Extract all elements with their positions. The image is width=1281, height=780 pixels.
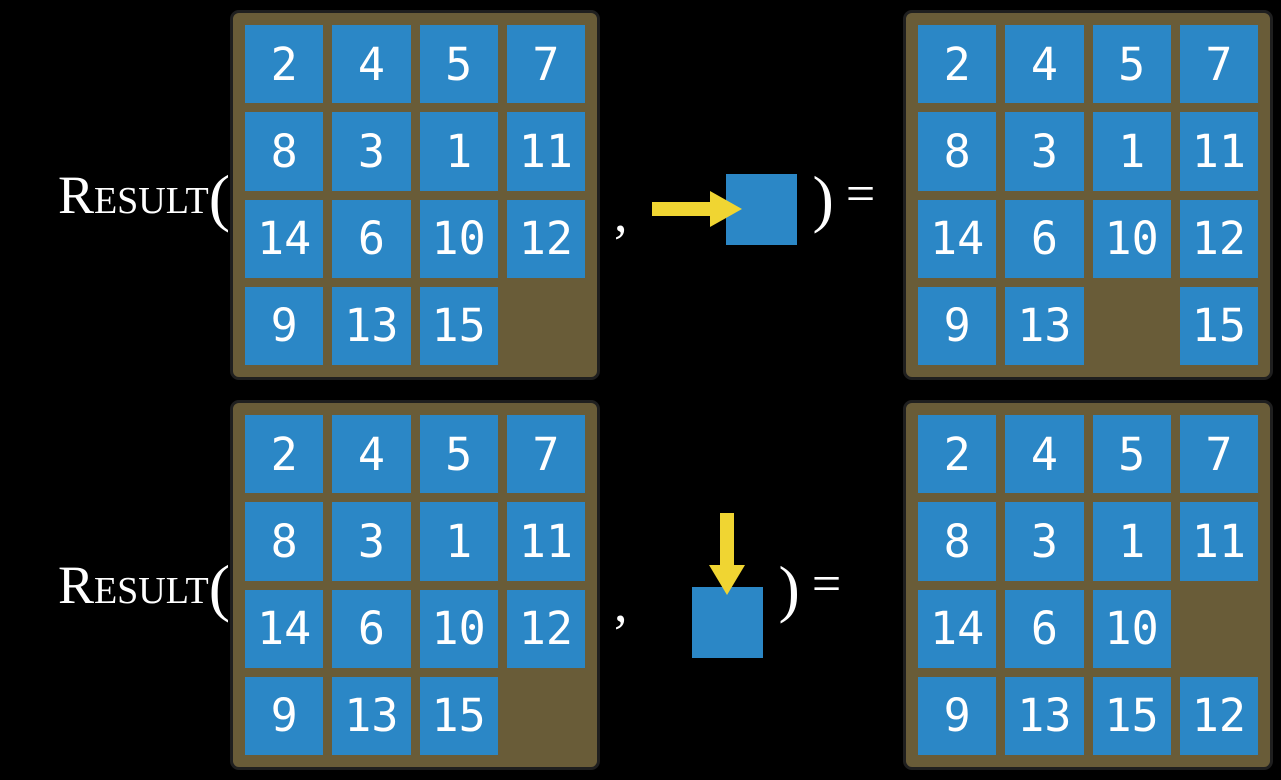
down-arrow-icon	[709, 512, 745, 595]
empty-cell	[1180, 590, 1258, 668]
move-action-right	[651, 173, 797, 245]
puzzle-tile: 9	[245, 286, 324, 365]
close-paren: )	[778, 553, 800, 624]
puzzle-tile: 2	[918, 25, 997, 104]
equals-sign: =	[845, 166, 876, 223]
comma-separator: ,	[614, 183, 628, 243]
moving-tile	[691, 586, 763, 658]
function-name-label: Result	[57, 165, 209, 225]
empty-cell	[1093, 287, 1171, 365]
puzzle-tile: 11	[1179, 502, 1258, 581]
puzzle-tile: 6	[1005, 589, 1084, 668]
puzzle-tile: 1	[419, 502, 498, 581]
comma-separator: ,	[614, 573, 628, 633]
puzzle-tile: 15	[419, 286, 498, 365]
puzzle-tile: 1	[1092, 112, 1171, 191]
puzzle-tile: 8	[245, 502, 324, 581]
move-action-down	[691, 512, 763, 658]
puzzle-tile: 5	[419, 415, 498, 494]
puzzle-tile: 10	[1092, 589, 1171, 668]
function-name-label: Result	[57, 555, 209, 615]
puzzle-tile: 5	[1092, 25, 1171, 104]
puzzle-tile: 15	[1092, 676, 1171, 755]
puzzle-tile: 3	[1005, 112, 1084, 191]
puzzle-tile: 15	[419, 676, 498, 755]
empty-cell	[507, 677, 585, 755]
puzzle-tile: 2	[245, 415, 324, 494]
puzzle-tile: 11	[1179, 112, 1258, 191]
puzzle-tile: 2	[245, 25, 324, 104]
puzzle-tile: 13	[1005, 286, 1084, 365]
puzzle-tile: 3	[332, 502, 411, 581]
puzzle-tile: 7	[1179, 415, 1258, 494]
puzzle-tile: 14	[245, 589, 324, 668]
puzzle-tile: 13	[332, 676, 411, 755]
action-cell: , ) =	[600, 512, 903, 658]
empty-cell	[507, 287, 585, 365]
puzzle-tile: 14	[245, 199, 324, 278]
puzzle-tile: 10	[419, 199, 498, 278]
puzzle-tile: 12	[506, 199, 585, 278]
puzzle-tile: 10	[1092, 199, 1171, 278]
puzzle-tile: 5	[419, 25, 498, 104]
function-label-cell: Result(	[0, 552, 230, 623]
action-cell: , ) =	[600, 160, 903, 245]
puzzle-tile: 7	[1179, 25, 1258, 104]
puzzle-tile: 14	[918, 199, 997, 278]
puzzle-tile: 6	[332, 199, 411, 278]
puzzle-tile: 8	[918, 502, 997, 581]
puzzle-tile: 3	[1005, 502, 1084, 581]
open-paren: (	[208, 552, 230, 623]
close-paren: )	[812, 163, 834, 234]
puzzle-tile: 6	[1005, 199, 1084, 278]
puzzle-tile: 7	[506, 25, 585, 104]
puzzle-tile: 14	[918, 589, 997, 668]
puzzle-tile: 5	[1092, 415, 1171, 494]
puzzle-tile: 4	[332, 415, 411, 494]
puzzle-tile: 12	[506, 589, 585, 668]
function-label-cell: Result(	[0, 162, 230, 233]
puzzle-tile: 11	[506, 502, 585, 581]
puzzle-tile: 13	[1005, 676, 1084, 755]
puzzle-tile: 15	[1179, 286, 1258, 365]
puzzle-tile: 8	[918, 112, 997, 191]
right-arrow-icon	[651, 191, 742, 227]
puzzle-tile: 12	[1179, 676, 1258, 755]
puzzle-tile: 9	[918, 286, 997, 365]
open-paren: (	[208, 162, 230, 233]
puzzle-tile: 9	[245, 676, 324, 755]
puzzle-tile: 10	[419, 589, 498, 668]
puzzle-tile: 6	[332, 589, 411, 668]
puzzle-tile: 2	[918, 415, 997, 494]
puzzle-tile: 4	[332, 25, 411, 104]
puzzle-tile: 13	[332, 286, 411, 365]
puzzle-tile: 11	[506, 112, 585, 191]
puzzle-tile: 12	[1179, 199, 1258, 278]
puzzle-tile: 9	[918, 676, 997, 755]
puzzle-tile: 1	[419, 112, 498, 191]
puzzle-tile: 7	[506, 415, 585, 494]
equals-sign: =	[811, 556, 842, 613]
puzzle-tile: 4	[1005, 415, 1084, 494]
puzzle-tile: 3	[332, 112, 411, 191]
puzzle-tile: 8	[245, 112, 324, 191]
puzzle-tile: 4	[1005, 25, 1084, 104]
puzzle-tile: 1	[1092, 502, 1171, 581]
